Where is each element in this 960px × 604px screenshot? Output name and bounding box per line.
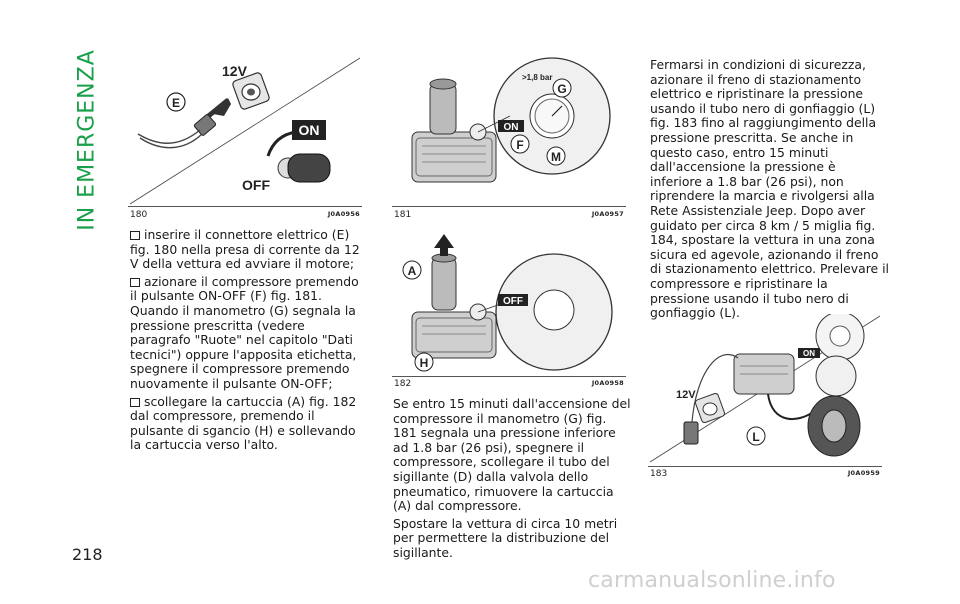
paragraph: Se entro 15 minuti dall'accensione del c… <box>393 396 631 514</box>
bullet-text: inserire il connettore elettrico (E) fig… <box>130 227 360 272</box>
figure-number: 181 <box>394 210 412 220</box>
fig182-release-label: H <box>420 356 429 370</box>
fig181-manometer-label: M <box>551 150 561 164</box>
figure-182-illustration: OFF A H <box>402 234 613 372</box>
checkbox-bullet-icon <box>130 277 140 287</box>
checkbox-bullet-icon <box>130 231 140 240</box>
fig182-cartridge-label: A <box>408 264 417 278</box>
fig183-voltage-label: 12V <box>676 389 696 401</box>
paragraph: Fermarsi in condizioni di sicurezza, azi… <box>650 57 890 321</box>
fig180-connector-label: E <box>172 96 180 110</box>
figure-code: J0A0959 <box>847 469 880 477</box>
figure-183-illustration: ON 12V L <box>649 314 881 463</box>
section-title: IN EMERGENZA <box>74 49 100 231</box>
figure-code: J0A0957 <box>591 210 624 218</box>
figure-181-illustration: ON >1,8 bar G F M <box>411 57 611 183</box>
bullet-text: azionare il compressore premendo il puls… <box>130 273 359 391</box>
fig181-gauge-label: G <box>557 82 566 96</box>
fig181-pressure-label: >1,8 bar <box>522 73 552 82</box>
figure-180-illustration: ON 12V E OFF <box>129 57 361 205</box>
fig180-voltage-label: 12V <box>222 63 248 79</box>
fig183-on-label: ON <box>803 349 815 358</box>
figure-code: J0A0956 <box>327 210 360 218</box>
bullet-text: scollegare la cartuccia (A) fig. 182 dal… <box>130 393 357 453</box>
watermark: carmanualsonline.info <box>588 568 836 593</box>
figure-number: 182 <box>394 379 412 389</box>
column-3: Fermarsi in condizioni di sicurezza, azi… <box>650 57 890 324</box>
figure-code: J0A0958 <box>591 379 624 387</box>
paragraph: Spostare la vettura di circa 10 metri pe… <box>393 515 618 560</box>
figure-number: 183 <box>650 469 668 479</box>
fig181-on-label: ON <box>504 122 519 133</box>
fig182-off-label: OFF <box>503 296 523 307</box>
fig180-off-label: OFF <box>242 177 270 193</box>
figure-182: OFF A H 182 J0A0958 <box>392 228 626 398</box>
fig181-switch-label: F <box>516 138 523 152</box>
column-1: inserire il connettore elettrico (E) fig… <box>130 227 368 456</box>
fig180-on-label: ON <box>299 122 320 138</box>
bullet-item: inserire il connettore elettrico (E) fig… <box>130 227 368 272</box>
bullet-item: azionare il compressore premendo il puls… <box>130 273 368 392</box>
figure-180: ON 12V E OFF 180 J0A0956 <box>128 56 362 226</box>
figure-183: ON 12V L 183 J0A0959 <box>648 314 882 484</box>
fig183-hose-label: L <box>752 430 759 444</box>
figure-number: 180 <box>130 210 148 220</box>
column-2: Se entro 15 minuti dall'accensione del c… <box>393 396 631 564</box>
page-number: 218 <box>72 545 103 564</box>
bullet-item: scollegare la cartuccia (A) fig. 182 dal… <box>130 393 368 453</box>
checkbox-bullet-icon <box>130 397 140 407</box>
figure-181: ON >1,8 bar G F M 181 J0A0957 <box>392 56 626 226</box>
section-tab: IN EMERGENZA <box>72 49 102 231</box>
